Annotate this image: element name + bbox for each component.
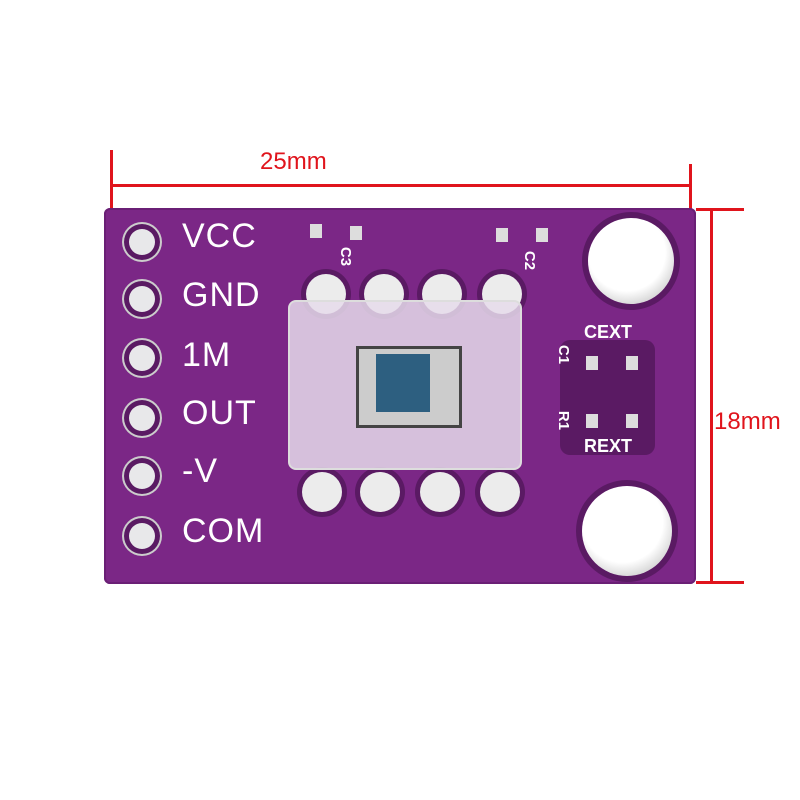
width-label: 25mm	[260, 148, 327, 175]
smd-pad	[626, 414, 638, 428]
photodiode	[376, 354, 430, 412]
smd-pad	[536, 228, 548, 242]
pin-label: -V	[182, 452, 218, 490]
c1-label: C1	[555, 344, 573, 365]
pin-vcc	[124, 224, 160, 260]
width-dimension: 25mm	[110, 148, 692, 210]
smd-pad	[310, 224, 322, 238]
pin-label: VCC	[182, 217, 257, 255]
height-label: 18mm	[714, 408, 781, 435]
component-area	[560, 340, 655, 455]
pin-v	[124, 458, 160, 494]
chip-pad	[360, 472, 400, 512]
pin-label: 1M	[182, 336, 232, 374]
mounting-hole	[582, 486, 672, 576]
pin-label: GND	[182, 276, 261, 314]
smd-pad	[496, 228, 508, 242]
pin-1m	[124, 340, 160, 376]
height-dimension: 18mm	[696, 208, 800, 584]
pin-gnd	[124, 281, 160, 317]
smd-pad	[626, 356, 638, 370]
mounting-hole	[588, 218, 674, 304]
c2-label: C2	[521, 250, 539, 271]
pin-label: COM	[182, 512, 265, 550]
r1-label: R1	[555, 410, 573, 431]
pin-label: OUT	[182, 394, 257, 432]
chip-pad	[302, 472, 342, 512]
pin-out	[124, 400, 160, 436]
rext-label: REXT	[584, 436, 633, 456]
chip-pad	[480, 472, 520, 512]
c3-label: C3	[337, 246, 355, 267]
pin-com	[124, 518, 160, 554]
smd-pad	[586, 356, 598, 370]
smd-pad	[586, 414, 598, 428]
smd-pad	[350, 226, 362, 240]
cext-label: CEXT	[584, 322, 633, 342]
chip-pad	[420, 472, 460, 512]
